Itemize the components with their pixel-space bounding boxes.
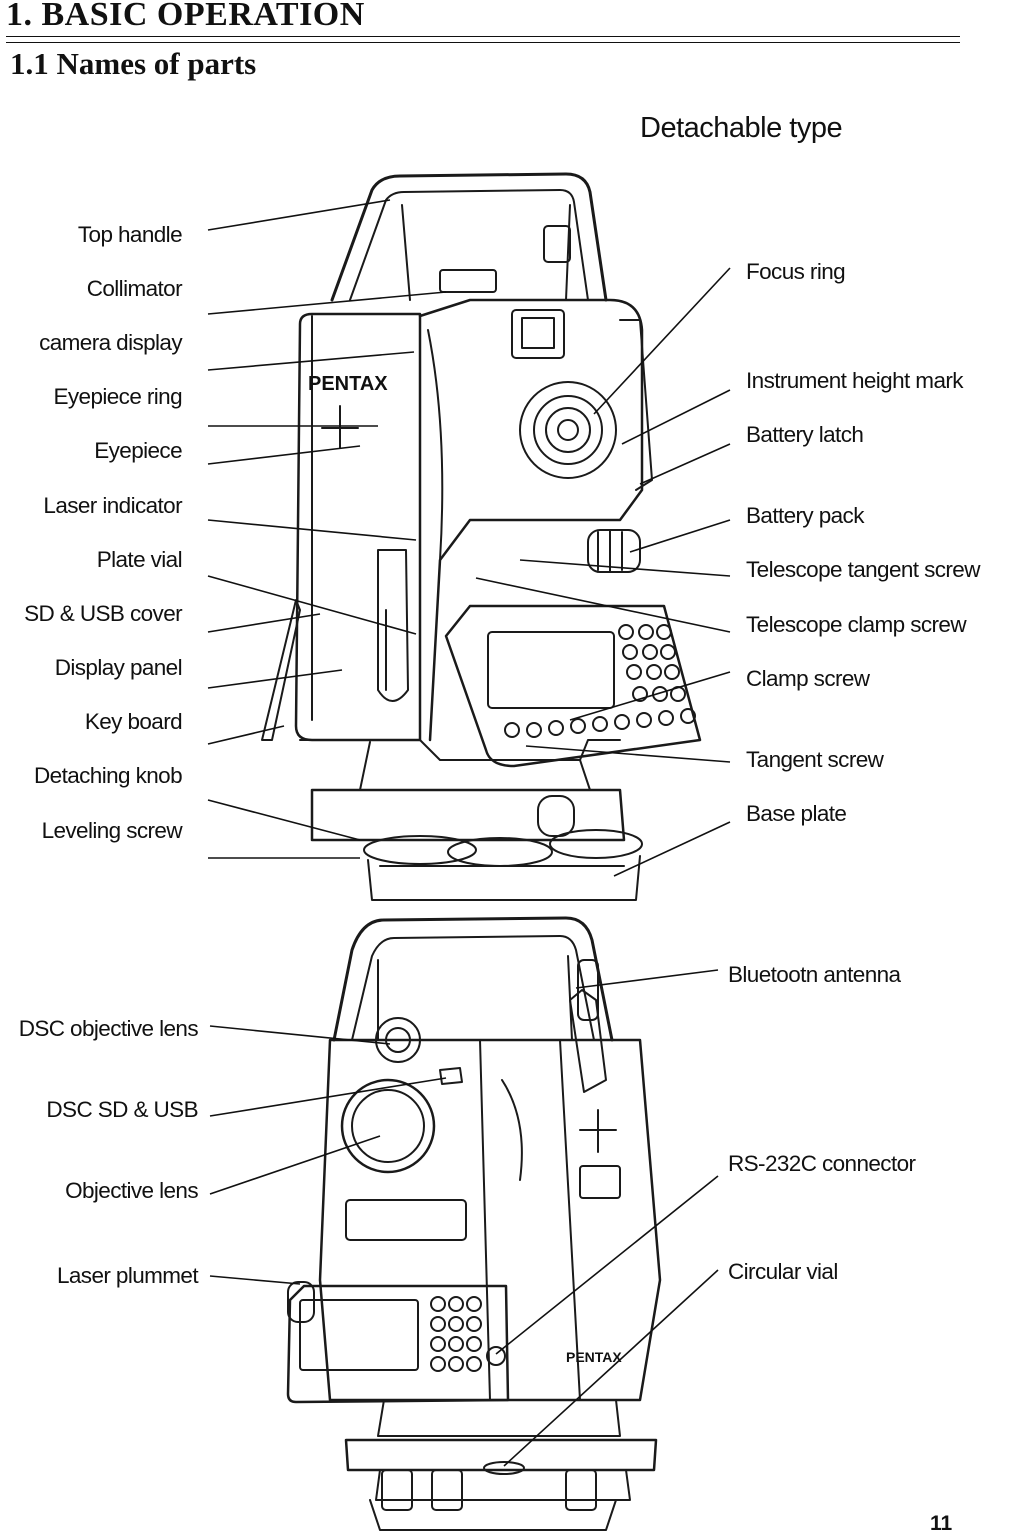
label-key-board: Key board (84, 709, 183, 734)
figure-type-label: Detachable type (640, 112, 843, 144)
label-eyepiece-ring: Eyepiece ring (53, 384, 182, 409)
label-plate-vial: Plate vial (96, 547, 183, 572)
label-detaching-knob: Detaching knob (34, 763, 183, 788)
label-circular-vial: Circular vial (728, 1259, 838, 1284)
label-objective-lens: Objective lens (65, 1178, 199, 1203)
label-laser-indicator: Laser indicator (43, 493, 182, 518)
label-display-panel: Display panel (54, 655, 183, 680)
label-laser-plummet: Laser plummet (56, 1263, 199, 1288)
label-sd-usb-cover: SD & USB cover (24, 601, 183, 626)
header-rule-bottom (6, 42, 960, 43)
label-tangent-screw: Tangent screw (746, 747, 884, 772)
label-camera-display: camera display (39, 330, 183, 355)
brand-mark-upper: PENTAX (308, 373, 388, 395)
label-collimator: Collimator (86, 276, 183, 301)
label-bluetooth-antenna: Bluetootn antenna (728, 962, 901, 987)
label-rs232c-connector: RS-232C connector (728, 1151, 916, 1176)
label-top-handle: Top handle (77, 222, 183, 247)
upper-instrument-drawing (261, 172, 702, 901)
header-rule-top (6, 36, 960, 37)
label-focus-ring: Focus ring (746, 259, 846, 284)
label-battery-latch: Battery latch (746, 422, 864, 447)
brand-mark-lower: PENTAX (566, 1349, 622, 1365)
label-telescope-clamp-screw: Telescope clamp screw (746, 612, 967, 637)
label-dsc-sd-usb: DSC SD & USB (46, 1097, 198, 1122)
label-instrument-height-mark: Instrument height mark (746, 368, 964, 393)
label-dsc-objective-lens: DSC objective lens (18, 1016, 199, 1041)
lower-instrument-drawing (286, 916, 662, 1531)
label-leveling-screw: Leveling screw (41, 818, 183, 843)
chapter-title: 1. BASIC OPERATION (6, 0, 365, 33)
leader-lines (207, 199, 731, 1467)
page-number: 11 (930, 1512, 953, 1535)
label-base-plate: Base plate (746, 801, 847, 826)
label-eyepiece: Eyepiece (94, 438, 182, 463)
label-clamp-screw: Clamp screw (746, 666, 870, 691)
label-battery-pack: Battery pack (746, 503, 864, 528)
label-telescope-tangent-screw: Telescope tangent screw (746, 557, 980, 582)
section-title: 1.1 Names of parts (10, 46, 257, 81)
